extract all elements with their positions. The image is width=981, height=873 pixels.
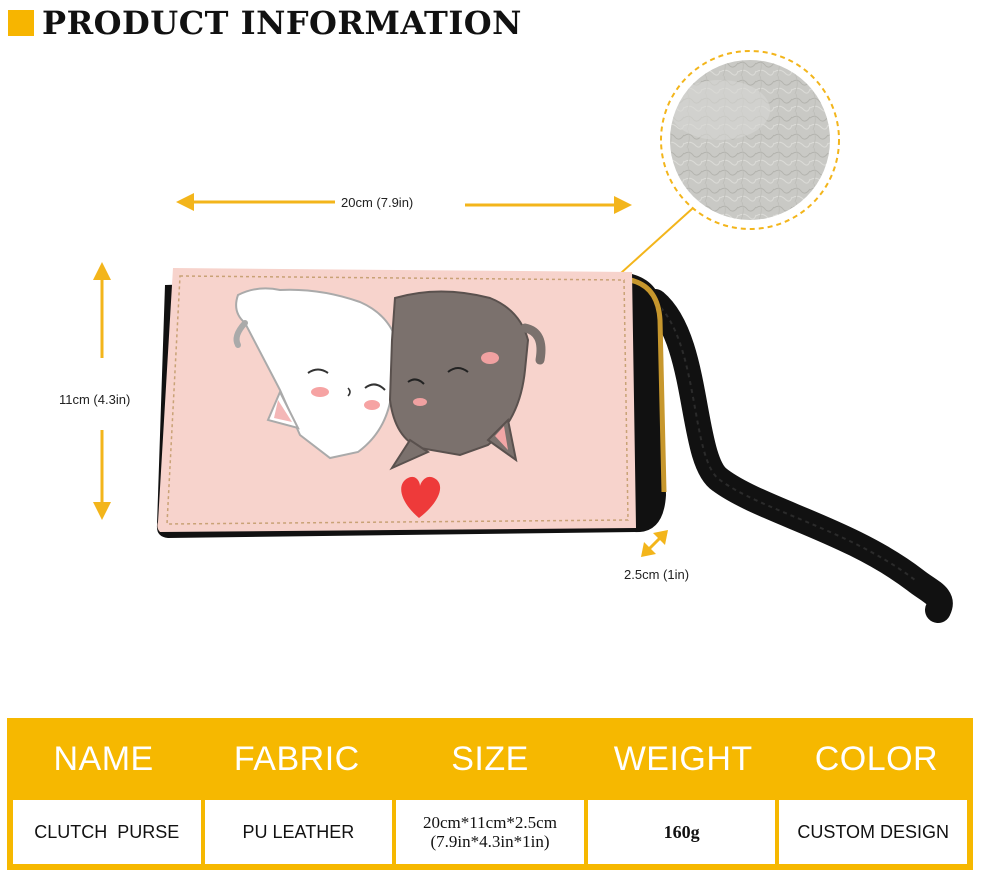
value-size-line2: (7.9in*4.3in*1in) xyxy=(430,832,550,851)
height-label: 11cm (4.3in) xyxy=(55,392,135,407)
width-arrow xyxy=(176,193,632,214)
depth-arrow xyxy=(641,530,668,557)
spec-table-header: NAME FABRIC SIZE WEIGHT COLOR xyxy=(7,718,973,800)
header-color: COLOR xyxy=(814,739,939,778)
value-color: CUSTOM DESIGN xyxy=(779,800,967,864)
header-fabric: FABRIC xyxy=(233,739,360,778)
value-size-line1: 20cm*11cm*2.5cm xyxy=(423,813,557,832)
spec-table-row: CLUTCH PURSE PU LEATHER 20cm*11cm*2.5cm … xyxy=(13,800,967,864)
heart-icon xyxy=(401,476,441,518)
value-fabric: PU LEATHER xyxy=(204,800,393,864)
product-illustration xyxy=(93,50,953,623)
leather-texture-icon xyxy=(660,50,840,230)
swatch-pointer-line xyxy=(610,207,694,283)
product-information-header: PRODUCT INFORMATION xyxy=(8,4,522,42)
header-name: NAME xyxy=(53,739,154,778)
value-weight: 160g xyxy=(587,800,776,864)
page-title: PRODUCT INFORMATION xyxy=(42,4,522,42)
header-size: SIZE xyxy=(451,739,529,778)
value-size: 20cm*11cm*2.5cm (7.9in*4.3in*1in) xyxy=(396,800,584,864)
width-label: 20cm (7.9in) xyxy=(337,195,418,210)
value-name: CLUTCH PURSE xyxy=(13,800,201,864)
height-arrow xyxy=(93,262,111,520)
spec-table: NAME FABRIC SIZE WEIGHT COLOR CLUTCH PUR… xyxy=(7,718,973,870)
kissing-cats-wallet-icon xyxy=(156,268,953,623)
depth-label: 2.5cm (1in) xyxy=(620,567,694,582)
header-weight: WEIGHT xyxy=(613,739,753,778)
header-square-icon xyxy=(8,10,34,36)
